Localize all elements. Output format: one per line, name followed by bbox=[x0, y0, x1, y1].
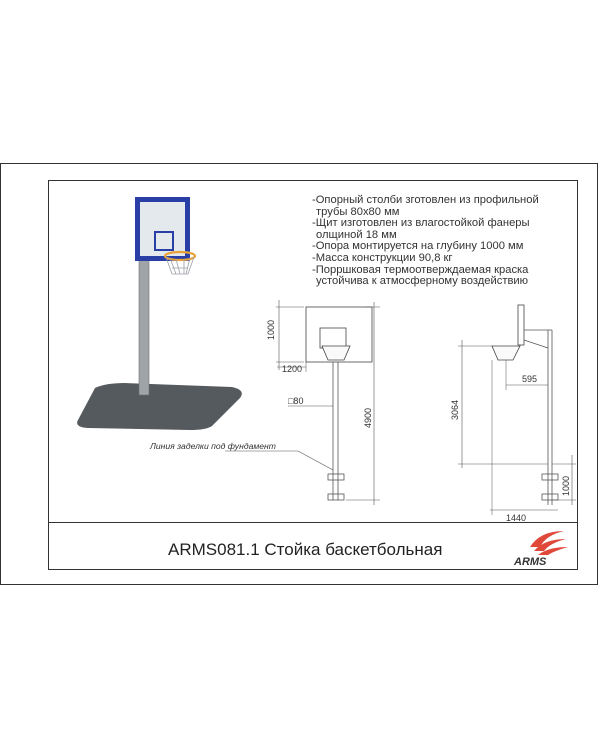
backboard-face bbox=[140, 202, 185, 256]
note-line: -Щит изготовлен из влагостойкой фанеры bbox=[312, 217, 530, 230]
specification-notes: -Опорный столби зготовлен из профильной … bbox=[312, 194, 582, 288]
drawing-inner-frame bbox=[48, 180, 578, 570]
note-line: олщиной 18 мм bbox=[316, 228, 397, 241]
note-line: устойчива к атмосферному воздействию bbox=[316, 275, 529, 288]
dim-total-height: 4900 bbox=[363, 408, 373, 428]
dim-side-width: 1440 bbox=[506, 513, 526, 523]
dim-overhang: 595 bbox=[522, 374, 537, 384]
drawing-sheet-frame bbox=[0, 163, 598, 585]
logo-text: ARMS bbox=[513, 556, 547, 568]
note-line: -Опора монтируется на глубину 1000 мм bbox=[312, 240, 524, 253]
logo-swoosh-icon bbox=[534, 539, 566, 551]
note-line: -Порршковая термоотверждаемая краска bbox=[312, 263, 529, 276]
arms-logo: ARMS bbox=[513, 531, 568, 568]
hoop-rim bbox=[163, 250, 197, 262]
dim-rim-height: 3064 bbox=[450, 400, 460, 420]
dim-post-size: □80 bbox=[288, 396, 303, 406]
foundation-callout: Линия заделки под фундамент bbox=[149, 441, 276, 451]
note-line: трубы 80х80 мм bbox=[316, 205, 400, 218]
dim-depth: 1000 bbox=[561, 476, 571, 496]
title-block-divider bbox=[48, 522, 578, 523]
render-3d bbox=[77, 197, 242, 430]
backboard-target bbox=[154, 231, 174, 251]
drawing-title: ARMS081.1 Стойка баскетбольная bbox=[168, 540, 443, 559]
dim-board-width: 1200 bbox=[282, 364, 302, 374]
rubber-base bbox=[77, 383, 242, 430]
logo-swoosh-icon bbox=[530, 531, 564, 547]
post bbox=[138, 254, 150, 396]
hoop-net bbox=[165, 256, 195, 275]
dim-board-height: 1000 bbox=[266, 320, 276, 340]
logo-swoosh-icon bbox=[538, 547, 568, 555]
front-view bbox=[225, 300, 380, 505]
side-view bbox=[458, 304, 576, 515]
note-line: -Опорный столби зготовлен из профильной bbox=[312, 194, 539, 206]
note-line: -Масса конструкции 90,8 кг bbox=[312, 251, 453, 264]
